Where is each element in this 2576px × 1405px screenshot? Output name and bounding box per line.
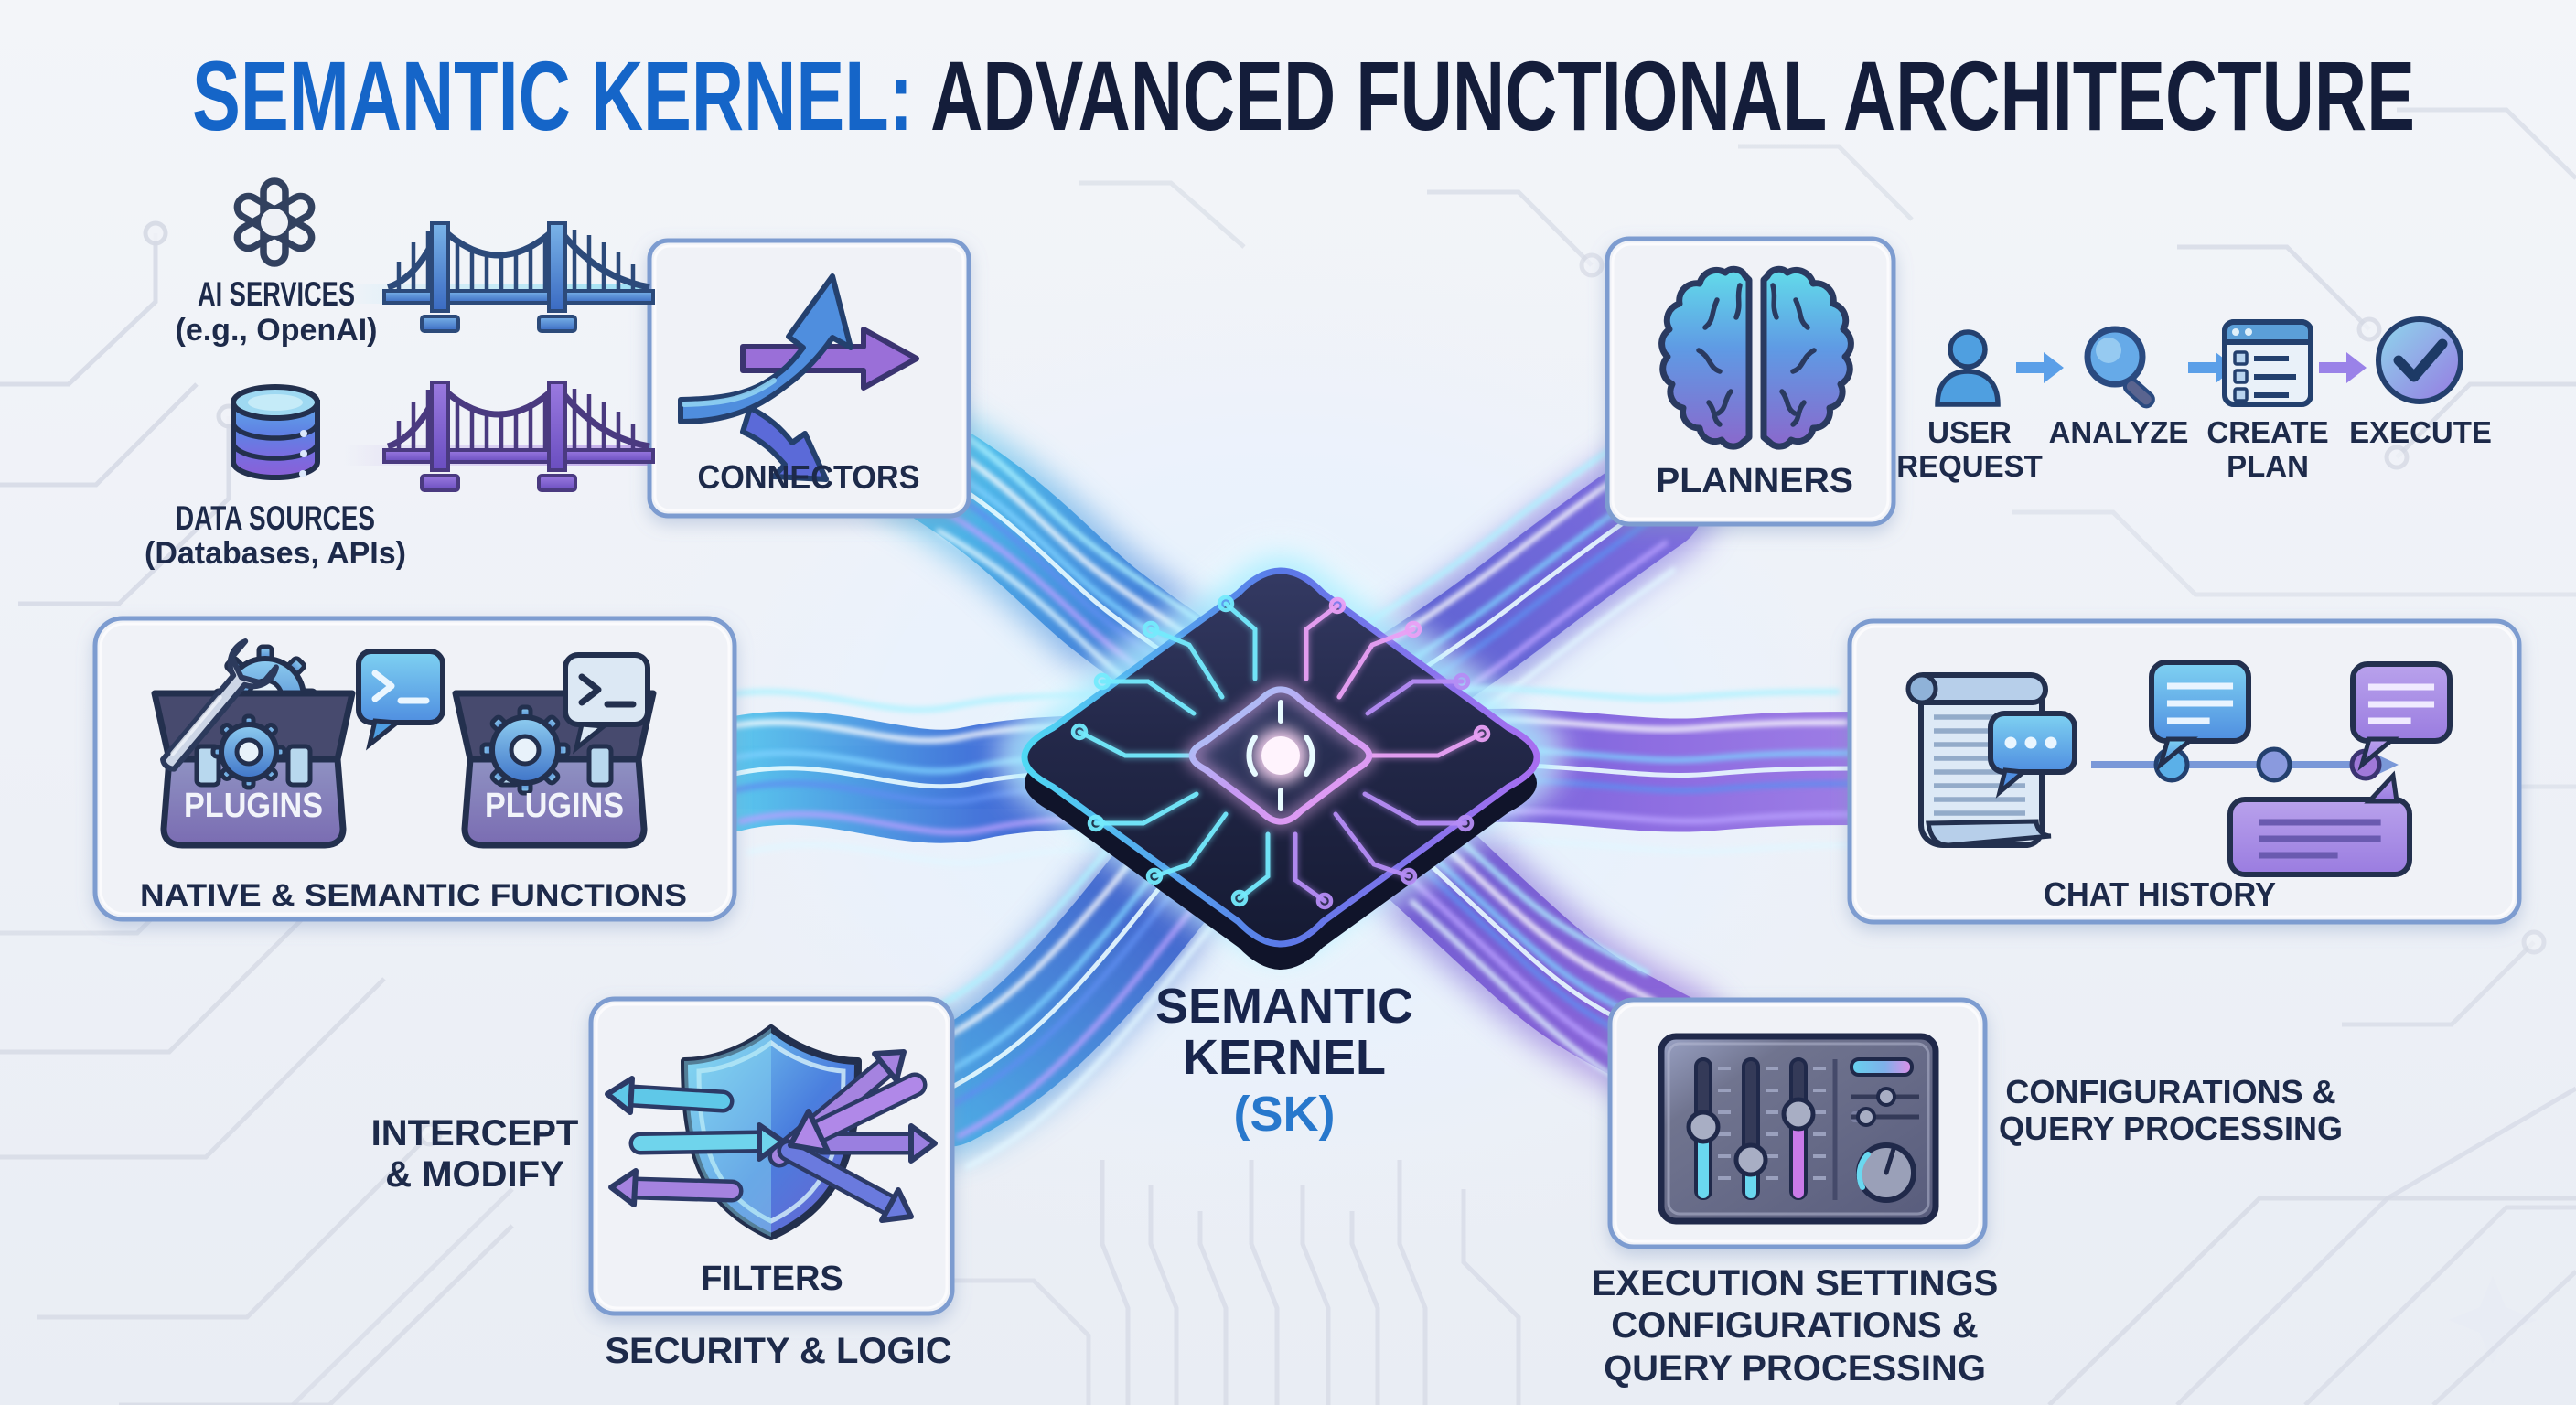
svg-text:INTERCEPT: INTERCEPT bbox=[371, 1113, 579, 1153]
svg-text:(Databases, APIs): (Databases, APIs) bbox=[145, 536, 406, 571]
svg-text:ANALYZE: ANALYZE bbox=[2049, 415, 2189, 449]
svg-text:DATA SOURCES: DATA SOURCES bbox=[176, 499, 375, 537]
svg-text:NATIVE & SEMANTIC FUNCTIONS: NATIVE & SEMANTIC FUNCTIONS bbox=[140, 878, 687, 913]
svg-text:AI SERVICES: AI SERVICES bbox=[198, 275, 355, 313]
svg-text:(e.g., OpenAI): (e.g., OpenAI) bbox=[176, 313, 378, 348]
svg-text:CHAT HISTORY: CHAT HISTORY bbox=[2044, 875, 2276, 913]
svg-text:SECURITY & LOGIC: SECURITY & LOGIC bbox=[605, 1331, 951, 1371]
svg-text:FILTERS: FILTERS bbox=[701, 1260, 843, 1298]
svg-text:CONNECTORS: CONNECTORS bbox=[698, 458, 920, 496]
svg-text:SEMANTIC KERNEL: ADVANCED FUNC: SEMANTIC KERNEL: ADVANCED FUNCTIONAL ARC… bbox=[192, 40, 2415, 151]
svg-text:QUERY PROCESSING: QUERY PROCESSING bbox=[1604, 1348, 1986, 1389]
svg-text:REQUEST: REQUEST bbox=[1896, 449, 2043, 483]
svg-text:PLUGINS: PLUGINS bbox=[485, 787, 624, 825]
svg-text:USER: USER bbox=[1927, 415, 2012, 449]
svg-text:KERNEL: KERNEL bbox=[1183, 1030, 1386, 1085]
svg-text:& MODIFY: & MODIFY bbox=[385, 1154, 564, 1195]
svg-text:EXECUTION SETTINGS: EXECUTION SETTINGS bbox=[1592, 1263, 1999, 1303]
svg-text:CONFIGURATIONS &: CONFIGURATIONS & bbox=[2005, 1073, 2335, 1110]
svg-text:PLAN: PLAN bbox=[2227, 449, 2309, 483]
svg-text:PLANNERS: PLANNERS bbox=[1656, 462, 1853, 500]
svg-text:SEMANTIC: SEMANTIC bbox=[1155, 979, 1413, 1034]
svg-text:EXECUTE: EXECUTE bbox=[2349, 415, 2492, 449]
svg-text:QUERY PROCESSING: QUERY PROCESSING bbox=[1999, 1110, 2343, 1147]
svg-text:(SK): (SK) bbox=[1234, 1087, 1336, 1142]
svg-text:PLUGINS: PLUGINS bbox=[184, 787, 323, 825]
svg-text:CREATE: CREATE bbox=[2206, 415, 2328, 449]
svg-text:CONFIGURATIONS &: CONFIGURATIONS & bbox=[1611, 1305, 1978, 1346]
